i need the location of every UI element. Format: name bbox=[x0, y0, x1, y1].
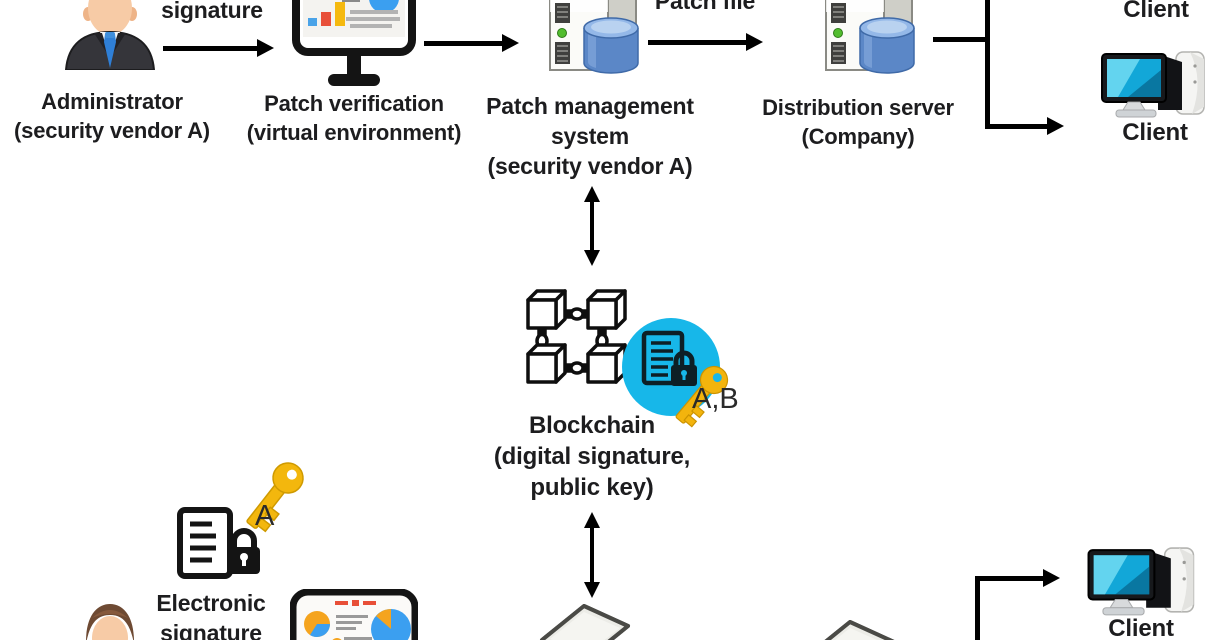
distribution-server-icon bbox=[810, 0, 916, 80]
key-icon bbox=[675, 365, 729, 428]
blockchain-cubes-icon bbox=[518, 277, 758, 429]
client-middle-label: Client bbox=[1122, 119, 1188, 146]
patch-verification-monitor-icon bbox=[292, 0, 416, 92]
signature-edge-label: signature bbox=[161, 0, 263, 23]
vendor-key-label: A bbox=[255, 500, 275, 532]
client-middle-computer-icon bbox=[1100, 50, 1206, 120]
double-arrow-blockchain-update-server bbox=[584, 512, 600, 598]
patch-management-server-icon bbox=[534, 0, 640, 80]
blockchain-label: Blockchain (digital signature, public ke… bbox=[493, 412, 691, 502]
arrowhead bbox=[1043, 569, 1060, 587]
document-lock-icon bbox=[641, 330, 697, 386]
double-arrow-management-blockchain bbox=[584, 186, 600, 266]
company-server-top-icon bbox=[800, 614, 900, 640]
distribution-server-label: Distribution server (Company) bbox=[762, 95, 954, 149]
arrowhead bbox=[502, 34, 519, 52]
administrator-label: Administrator (security vendor A) bbox=[14, 89, 210, 143]
arrowhead bbox=[257, 39, 274, 57]
arrow-to-client-middle bbox=[985, 124, 1047, 129]
line-update-server-trunk bbox=[975, 576, 980, 640]
line-distribution-branch bbox=[933, 37, 988, 42]
blockchain-keys-label: A,B bbox=[692, 383, 739, 415]
client-top-label: Client bbox=[1123, 0, 1189, 23]
arrowhead bbox=[1047, 117, 1064, 135]
bottom-person-icon bbox=[82, 602, 138, 640]
update-server-top-icon bbox=[534, 598, 634, 640]
arrow-admin-to-verification bbox=[163, 46, 257, 51]
signed-document-lock-icon bbox=[170, 506, 262, 586]
arrow-verification-to-management bbox=[424, 41, 502, 46]
client-bottom-label: Client bbox=[1108, 615, 1174, 640]
client-bottom-computer-icon bbox=[1086, 546, 1196, 618]
patch-management-label: Patch management system (security vendor… bbox=[486, 93, 694, 179]
arrow-management-to-distribution bbox=[648, 40, 746, 45]
arrowhead bbox=[746, 33, 763, 51]
electronic-signature-label: Electronic signature bbox=[156, 590, 266, 640]
patch-verification-label: Patch verification (virtual environment) bbox=[246, 91, 462, 145]
report-tablet-icon bbox=[290, 589, 418, 640]
administrator-person-icon bbox=[58, 0, 162, 70]
patch-file-edge-label: Patch file bbox=[654, 0, 756, 14]
line-client-trunk bbox=[985, 0, 990, 129]
arrow-to-client-bottom bbox=[975, 576, 1045, 581]
vendor-key-icon bbox=[234, 456, 318, 552]
